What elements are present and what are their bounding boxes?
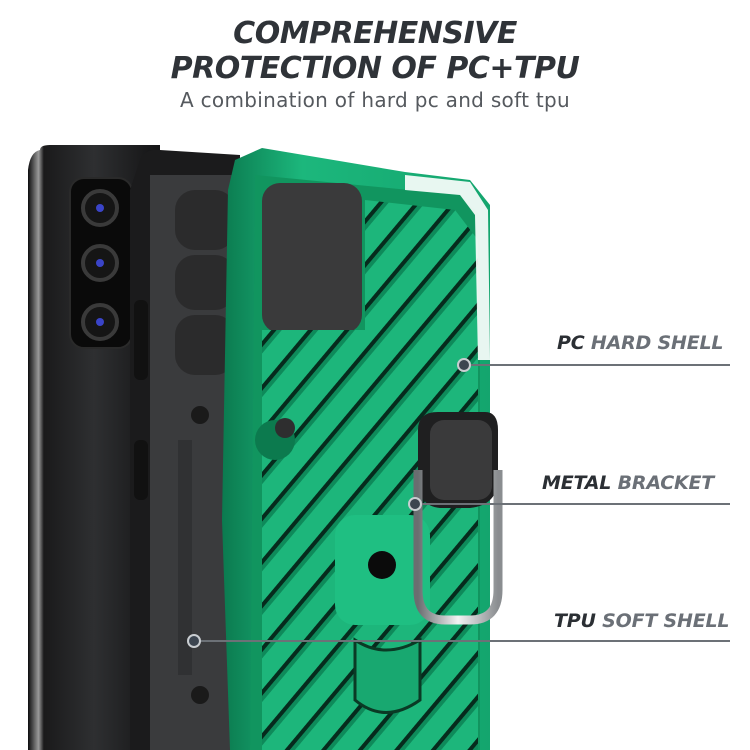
callout-rest: BRACKET	[611, 472, 715, 494]
callout-pc-hard-shell: PC HARD SHELL	[557, 332, 724, 354]
callout-strong: METAL	[542, 472, 612, 494]
camera-lens	[81, 189, 119, 341]
callout-strong: PC	[557, 332, 585, 354]
ring-holder-icon	[413, 412, 503, 625]
callout-dot	[187, 634, 201, 648]
callout-rest: HARD SHELL	[584, 332, 724, 354]
leader-line	[200, 640, 730, 642]
callout-metal-bracket: METAL BRACKET	[542, 472, 714, 494]
callout-strong: TPU	[554, 610, 596, 632]
callout-dot	[408, 497, 422, 511]
callout-dot	[457, 358, 471, 372]
phone-back	[28, 145, 160, 750]
leader-line	[470, 364, 730, 366]
page-title-line-2: PROTECTION OF PC+TPU	[170, 51, 580, 86]
tpu-soft-shell	[130, 149, 240, 750]
page-subtitle: A combination of hard pc and soft tpu	[180, 88, 570, 112]
callout-rest: SOFT SHELL	[595, 610, 730, 632]
callout-tpu-soft-shell: TPU SOFT SHELL	[554, 610, 730, 632]
page-title-line-1: COMPREHENSIVE	[233, 16, 517, 51]
leader-line	[420, 503, 730, 505]
